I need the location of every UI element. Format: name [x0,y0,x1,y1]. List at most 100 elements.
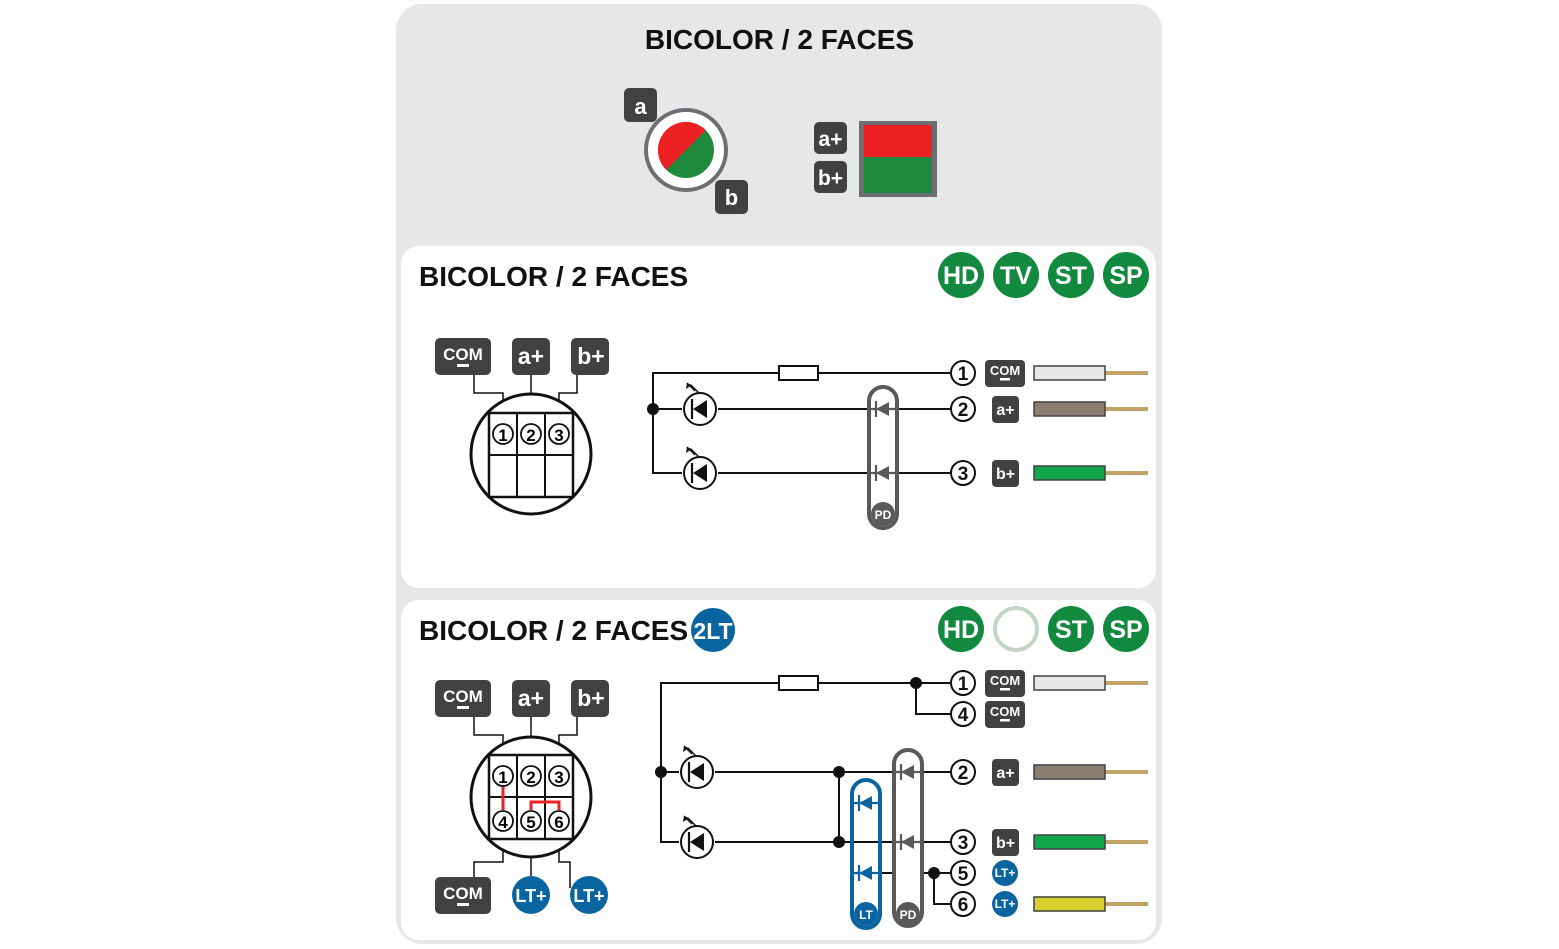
svg-text:b: b [725,185,738,210]
marker-b: b [715,180,748,214]
lt-circuit-bracket: LT [850,778,882,930]
wire-lead [1033,401,1148,417]
tag-b-plus: b+ [571,680,609,717]
svg-text:COM: COM [990,363,1020,378]
panel1-title: BICOLOR / 2 FACES [419,261,689,292]
panel1-badges: HD TV ST SP [938,252,1149,298]
wire-lead [1033,465,1148,481]
badge-sp: SP [1103,606,1149,652]
junction-dot [910,677,922,689]
card-title: BICOLOR / 2 FACES [644,24,915,55]
pin-row-6: 6 LT+ [950,891,1148,917]
led-a [682,381,718,427]
svg-text:2: 2 [526,426,535,445]
tag-com-top: COM [435,680,491,717]
tag-com-bottom: COM [435,877,491,914]
panel1-connector: COM a+ b+ 1 2 3 [435,338,609,516]
wire-lead [1033,834,1148,850]
tag-b-plus: b+ [814,161,847,193]
svg-text:LT+: LT+ [995,897,1016,911]
svg-text:3: 3 [554,768,563,787]
svg-text:6: 6 [958,895,969,916]
junction-dot [655,766,667,778]
svg-text:LT+: LT+ [515,886,546,906]
svg-text:2: 2 [958,400,969,421]
svg-text:5: 5 [526,813,535,832]
tag-a-plus: a+ [512,338,550,375]
svg-text:COM: COM [443,884,483,903]
color-indicator-lens [644,108,728,192]
resistor [778,365,819,381]
wire-lead [1033,764,1148,780]
led-a [679,744,715,790]
led-b [679,814,715,860]
svg-text:3: 3 [958,833,969,854]
face-swatch [859,121,937,197]
connector-pin-3: 3 [548,423,570,445]
svg-text:2: 2 [958,763,969,784]
connector-pin-1: 1 [492,765,514,787]
connector-pin-4: 4 [492,810,514,832]
junction-dot [833,836,845,848]
svg-text:COM: COM [990,704,1020,719]
pin-row-4: 4 COM [950,701,1025,728]
svg-text:a+: a+ [819,128,843,151]
svg-text:HD: HD [943,262,979,290]
connector-pin-2: 2 [520,423,542,445]
svg-text:4: 4 [958,705,969,726]
pin-row-1: 1 COM [950,360,1148,387]
wire-lead [1033,365,1148,381]
svg-text:a+: a+ [518,343,544,369]
led-b [682,445,718,491]
svg-text:a: a [634,94,647,119]
svg-text:1: 1 [498,426,507,445]
svg-text:TV: TV [1000,262,1032,290]
svg-text:HD: HD [943,616,979,644]
tag-lt-plus-1: LT+ [512,876,550,914]
junction-dot [928,867,940,879]
wire-lead [1033,896,1148,912]
connector-pin-2: 2 [520,765,542,787]
tag-b-plus: b+ [571,338,609,375]
pd-protection-bracket: PD [892,748,924,928]
svg-text:PD: PD [900,908,917,922]
svg-text:6: 6 [554,813,563,832]
badge-st: ST [1048,252,1094,298]
svg-text:LT+: LT+ [573,886,604,906]
junction-dot [833,766,845,778]
svg-text:2: 2 [526,768,535,787]
svg-text:LT: LT [859,908,873,922]
svg-text:3: 3 [958,464,969,485]
panel2-tag-2lt: 2LT [691,608,735,652]
badge-tv: TV [993,252,1039,298]
svg-text:b+: b+ [996,466,1015,483]
panel2-connector: COM a+ b+ COM LT+ LT+ [435,680,609,914]
tag-com: COM [435,338,491,375]
svg-text:SP: SP [1109,262,1142,290]
badge-empty [993,606,1039,652]
tag-lt-plus-2: LT+ [570,876,608,914]
svg-text:b+: b+ [577,343,604,369]
svg-text:LT+: LT+ [995,866,1016,880]
connector-pin-6: 6 [548,810,570,832]
svg-text:SP: SP [1109,616,1142,644]
svg-text:COM: COM [443,687,483,706]
pd-protection-bracket: PD [867,385,899,530]
marker-a: a [624,88,657,122]
panel2-title: BICOLOR / 2 FACES [419,615,689,646]
svg-text:1: 1 [958,364,969,385]
svg-text:3: 3 [554,426,563,445]
wire-lead [1033,675,1148,691]
svg-text:a+: a+ [518,685,544,711]
resistor [778,675,819,691]
connector-pin-3: 3 [548,765,570,787]
tag-a-plus: a+ [814,122,847,154]
